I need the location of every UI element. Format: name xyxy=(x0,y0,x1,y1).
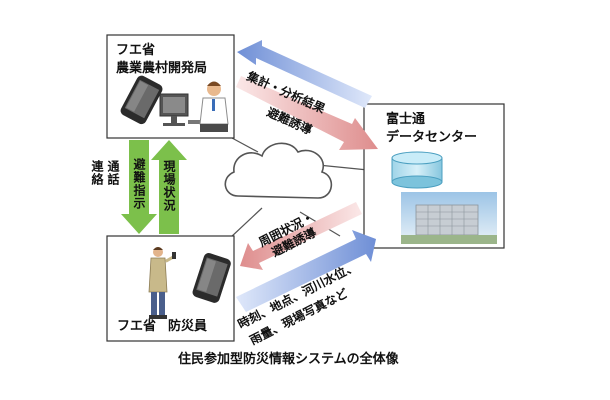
call-label: 通話 xyxy=(106,160,120,186)
database-icon xyxy=(391,151,443,189)
aggregate-results-arrow xyxy=(237,40,372,108)
desktop-computer-icon xyxy=(159,93,204,126)
smartphone-icon-large xyxy=(192,253,231,303)
maff-org-label: フエ省 xyxy=(116,43,156,58)
site-status-label: 現場状況 xyxy=(162,160,176,212)
diagram-caption: 住民参加型防災情報システムの全体像 xyxy=(178,352,399,367)
cloud-icon xyxy=(224,142,333,199)
datacenter-type-label: データセンター xyxy=(386,130,478,145)
field-reports-arrow xyxy=(236,230,376,312)
smartphone-icon xyxy=(120,75,163,125)
disaster-officer-icon xyxy=(148,247,176,319)
surroundings-guidance-arrow xyxy=(240,202,362,270)
maff-dept-label: 農業農村開発局 xyxy=(116,61,208,76)
office-worker-icon xyxy=(199,81,229,132)
officer-org-label: フエ省 xyxy=(117,319,157,334)
evacuation-order-arrow xyxy=(121,140,157,234)
officer-role-label: 防災員 xyxy=(168,319,208,334)
evacuation-order-label: 避難指示 xyxy=(132,158,146,210)
datacenter-building-icon xyxy=(401,192,497,244)
evacuation-guidance-arrow-top xyxy=(236,76,378,150)
site-status-arrow xyxy=(151,140,187,234)
datacenter-name-label: 富士通 xyxy=(386,112,426,127)
contact-label: 連絡 xyxy=(90,160,104,186)
